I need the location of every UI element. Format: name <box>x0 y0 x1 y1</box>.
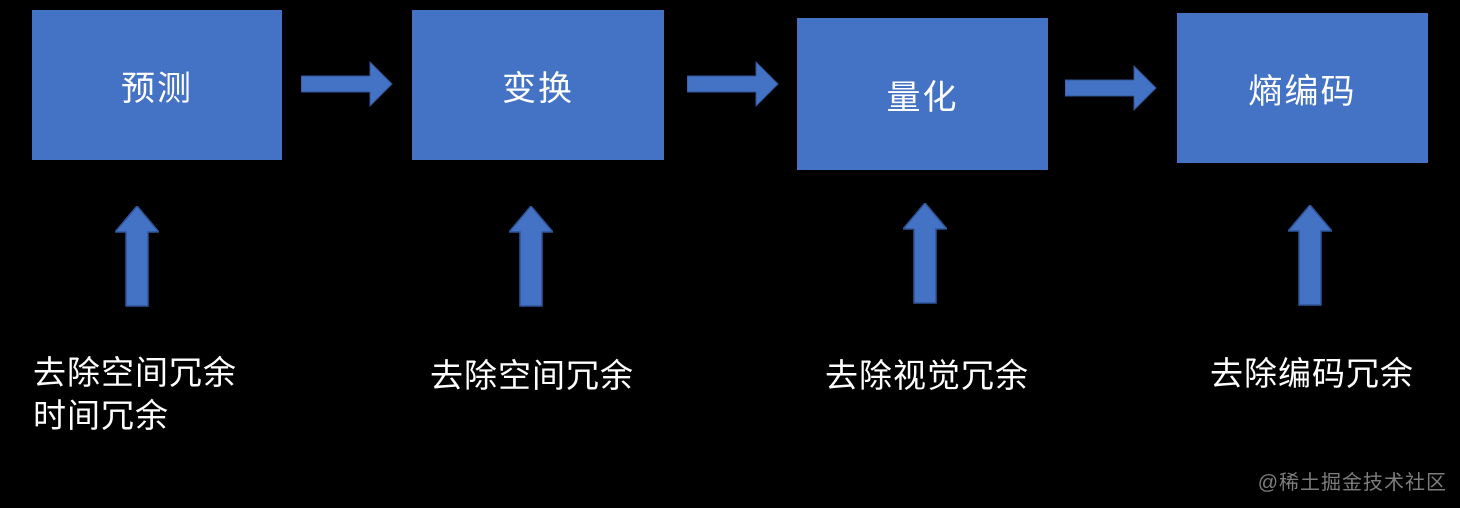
flow-box-quantization: 量化 <box>797 18 1048 170</box>
flow-box-quantization-label: 量化 <box>886 78 959 117</box>
watermark-text: @稀土掘金技术社区 <box>1257 472 1447 494</box>
caption-prediction-line-1: 去除空间冗余 <box>33 354 237 391</box>
arrow-up-icon <box>903 203 947 304</box>
arrow-up-icon <box>509 206 553 307</box>
caption-transform-line-1: 去除空间冗余 <box>430 357 634 394</box>
flow-box-entropy-coding: 熵编码 <box>1177 13 1428 163</box>
arrow-up-icon <box>115 206 159 307</box>
caption-prediction-line-2: 时间冗余 <box>33 397 169 434</box>
caption-prediction: 去除空间冗余 时间冗余 <box>33 351 237 437</box>
caption-entropy-coding: 去除编码冗余 <box>1210 352 1414 395</box>
caption-transform: 去除空间冗余 <box>430 354 634 397</box>
flow-box-prediction-label: 预测 <box>121 69 193 108</box>
flow-box-transform: 变换 <box>412 10 664 160</box>
arrow-right-icon <box>1065 65 1157 111</box>
flow-box-entropy-coding-label: 熵编码 <box>1248 72 1357 111</box>
caption-quantization: 去除视觉冗余 <box>825 354 1029 397</box>
flow-box-transform-label: 变换 <box>502 69 574 108</box>
flow-box-prediction: 预测 <box>32 10 282 160</box>
caption-entropy-coding-line-1: 去除编码冗余 <box>1210 355 1414 392</box>
caption-quantization-line-1: 去除视觉冗余 <box>825 357 1029 394</box>
arrow-right-icon <box>687 61 779 107</box>
arrow-up-icon <box>1288 205 1332 306</box>
arrow-right-icon <box>301 61 393 107</box>
